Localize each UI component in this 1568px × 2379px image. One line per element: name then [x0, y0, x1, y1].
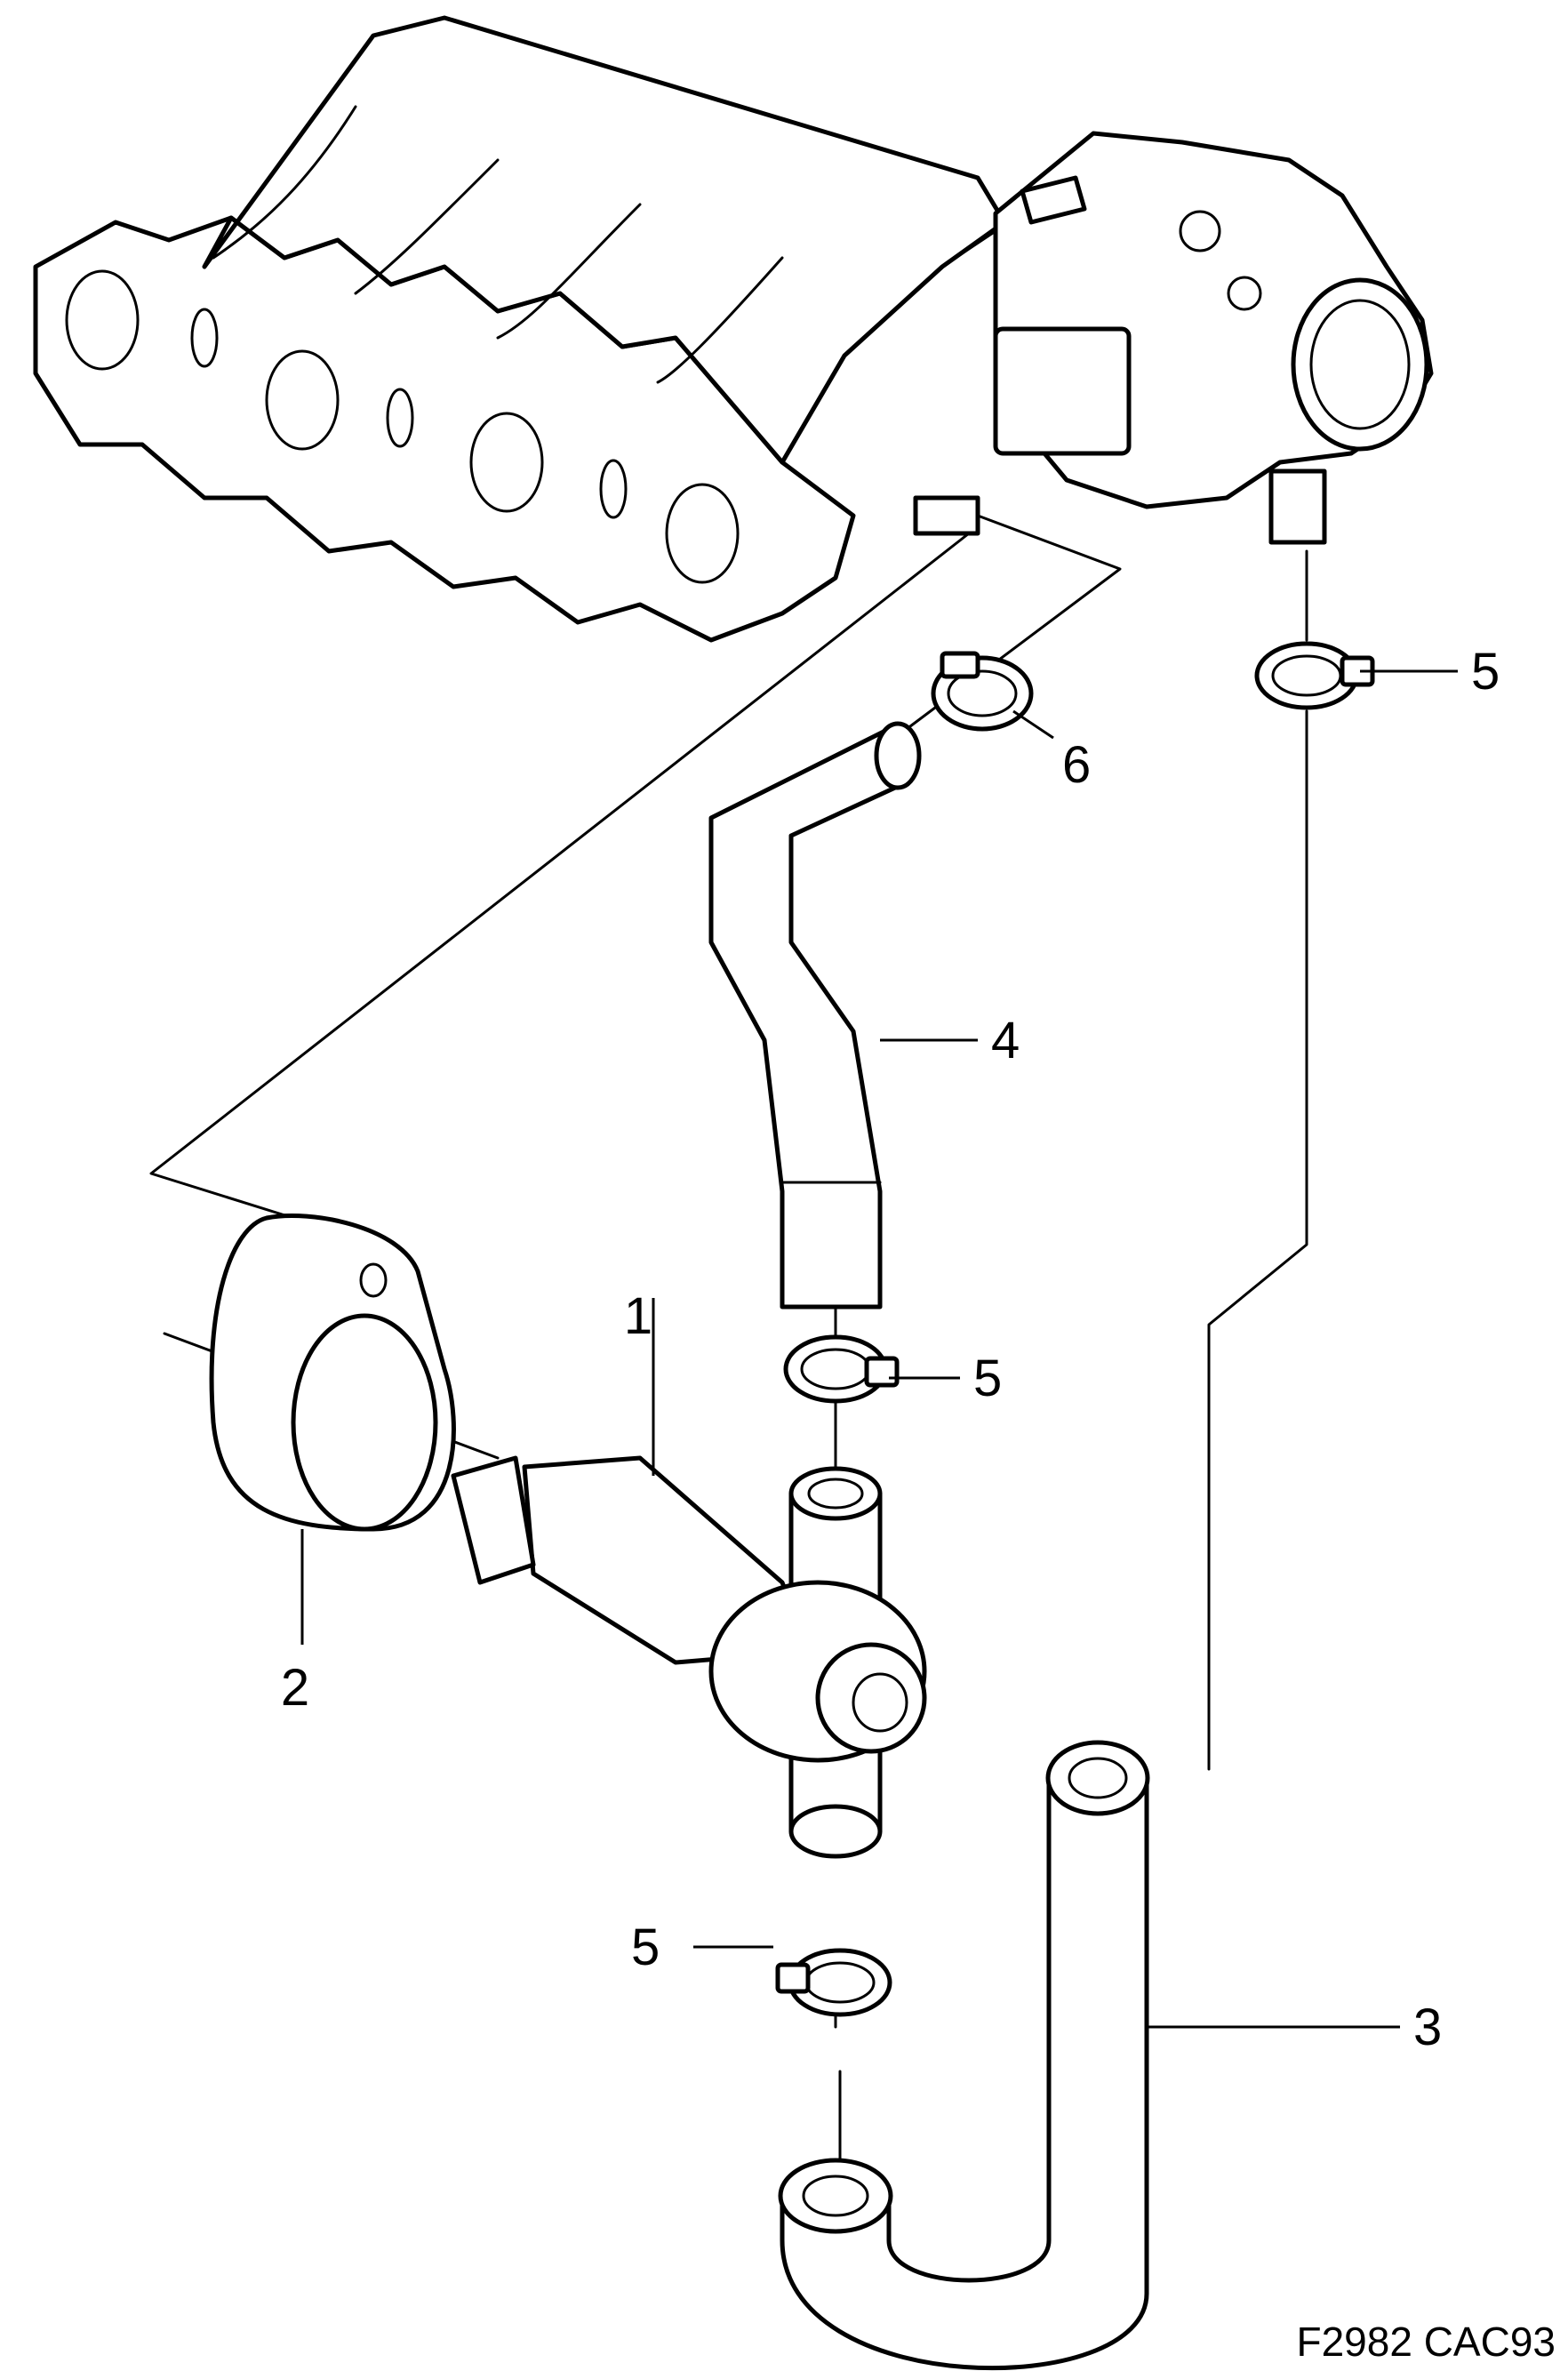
callout-6: 6 [1062, 736, 1091, 794]
intake-manifold [33, 15, 1007, 643]
hose-3 [778, 1740, 1150, 2371]
callout-4: 4 [991, 1012, 1020, 1069]
callout-5-bottom: 5 [631, 1918, 660, 1976]
figure-reference-code: F2982 CAC93 [1297, 2319, 1556, 2365]
callout-2: 2 [281, 1659, 309, 1717]
leader-lines [300, 669, 1458, 2029]
callout-1: 1 [624, 1287, 652, 1345]
clamp-5-middle [783, 1334, 900, 1404]
hose-4 [708, 721, 922, 1310]
clamp-5-top [1254, 641, 1375, 710]
throttle-body [993, 131, 1434, 545]
callout-3: 3 [1413, 1999, 1442, 2056]
clamp-6 [931, 651, 1034, 732]
valve-part-1 [451, 1455, 927, 1859]
callout-5-top: 5 [1471, 643, 1500, 701]
callout-5-middle: 5 [973, 1350, 1002, 1407]
clamp-5-bottom [775, 1948, 892, 2017]
bracket-part-2 [209, 1214, 456, 1532]
